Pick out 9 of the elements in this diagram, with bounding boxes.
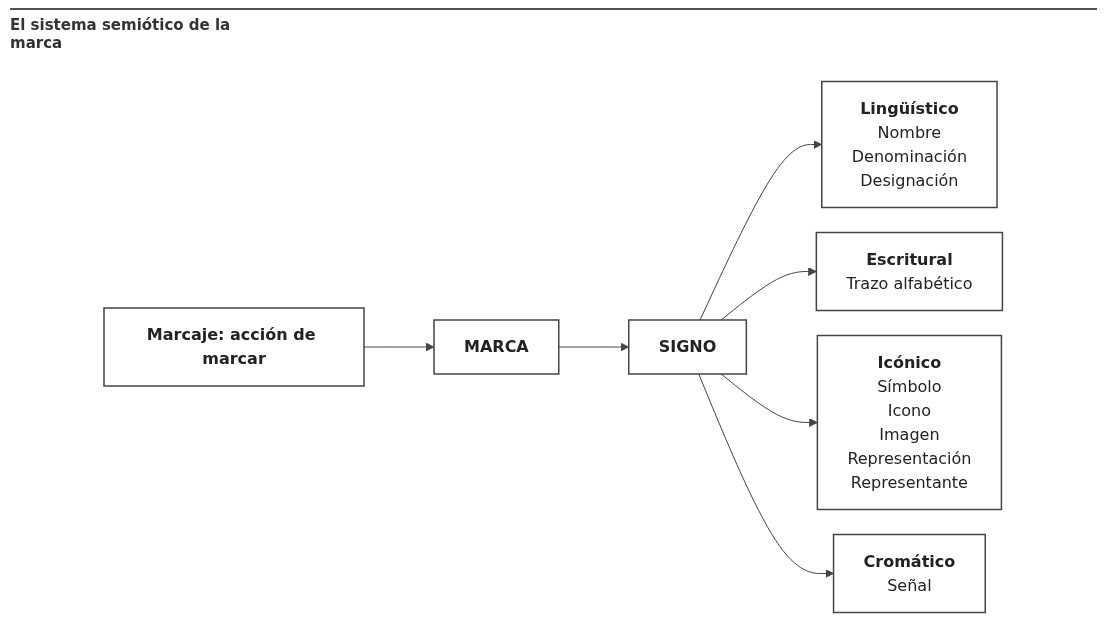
node-box: Escritural Trazo alfabético [815, 231, 1004, 312]
node-box: MARCA [433, 319, 560, 375]
arrow [699, 140, 823, 321]
node-box: Icónico Símbolo Icono Imagen Representación Representante [816, 334, 1003, 511]
node-box: Cromático Señal [833, 533, 987, 614]
node-box: SIGNO [628, 319, 748, 375]
node-box: Lingüístico Nombre Denominación Designación [821, 80, 999, 209]
diagram-title: El sistema semiótico de la marca [10, 16, 232, 52]
node-box: Marcaje: acción de marcar [103, 307, 366, 387]
